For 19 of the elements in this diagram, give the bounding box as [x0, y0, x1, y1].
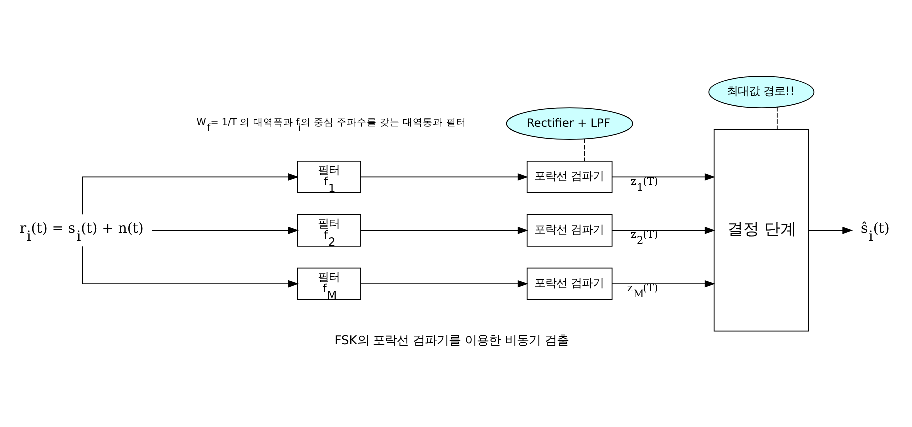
arrow [360, 280, 528, 288]
node-box: 결정 단계 [714, 128, 810, 332]
node-ellipse: Rectifier + LPF [506, 107, 634, 140]
arrow [612, 226, 716, 234]
caption: FSK의 포락선 검파기를 이용한 비동기 검출 [334, 333, 569, 348]
connector [584, 138, 586, 162]
connector [776, 106, 778, 130]
arrow [360, 173, 528, 180]
node-ellipse: 최대값 경로!! [708, 76, 815, 108]
arrow [152, 226, 299, 234]
node-box: 포락선 검파기 [526, 160, 613, 193]
arrow [612, 173, 716, 180]
node-box: 포락선 검파기 [526, 214, 613, 246]
arrow [612, 280, 716, 288]
arrow [82, 173, 300, 215]
arrow [82, 246, 300, 288]
arrow [808, 226, 854, 234]
node-box: 포락선 검파기 [526, 267, 613, 300]
arrow [360, 226, 528, 234]
